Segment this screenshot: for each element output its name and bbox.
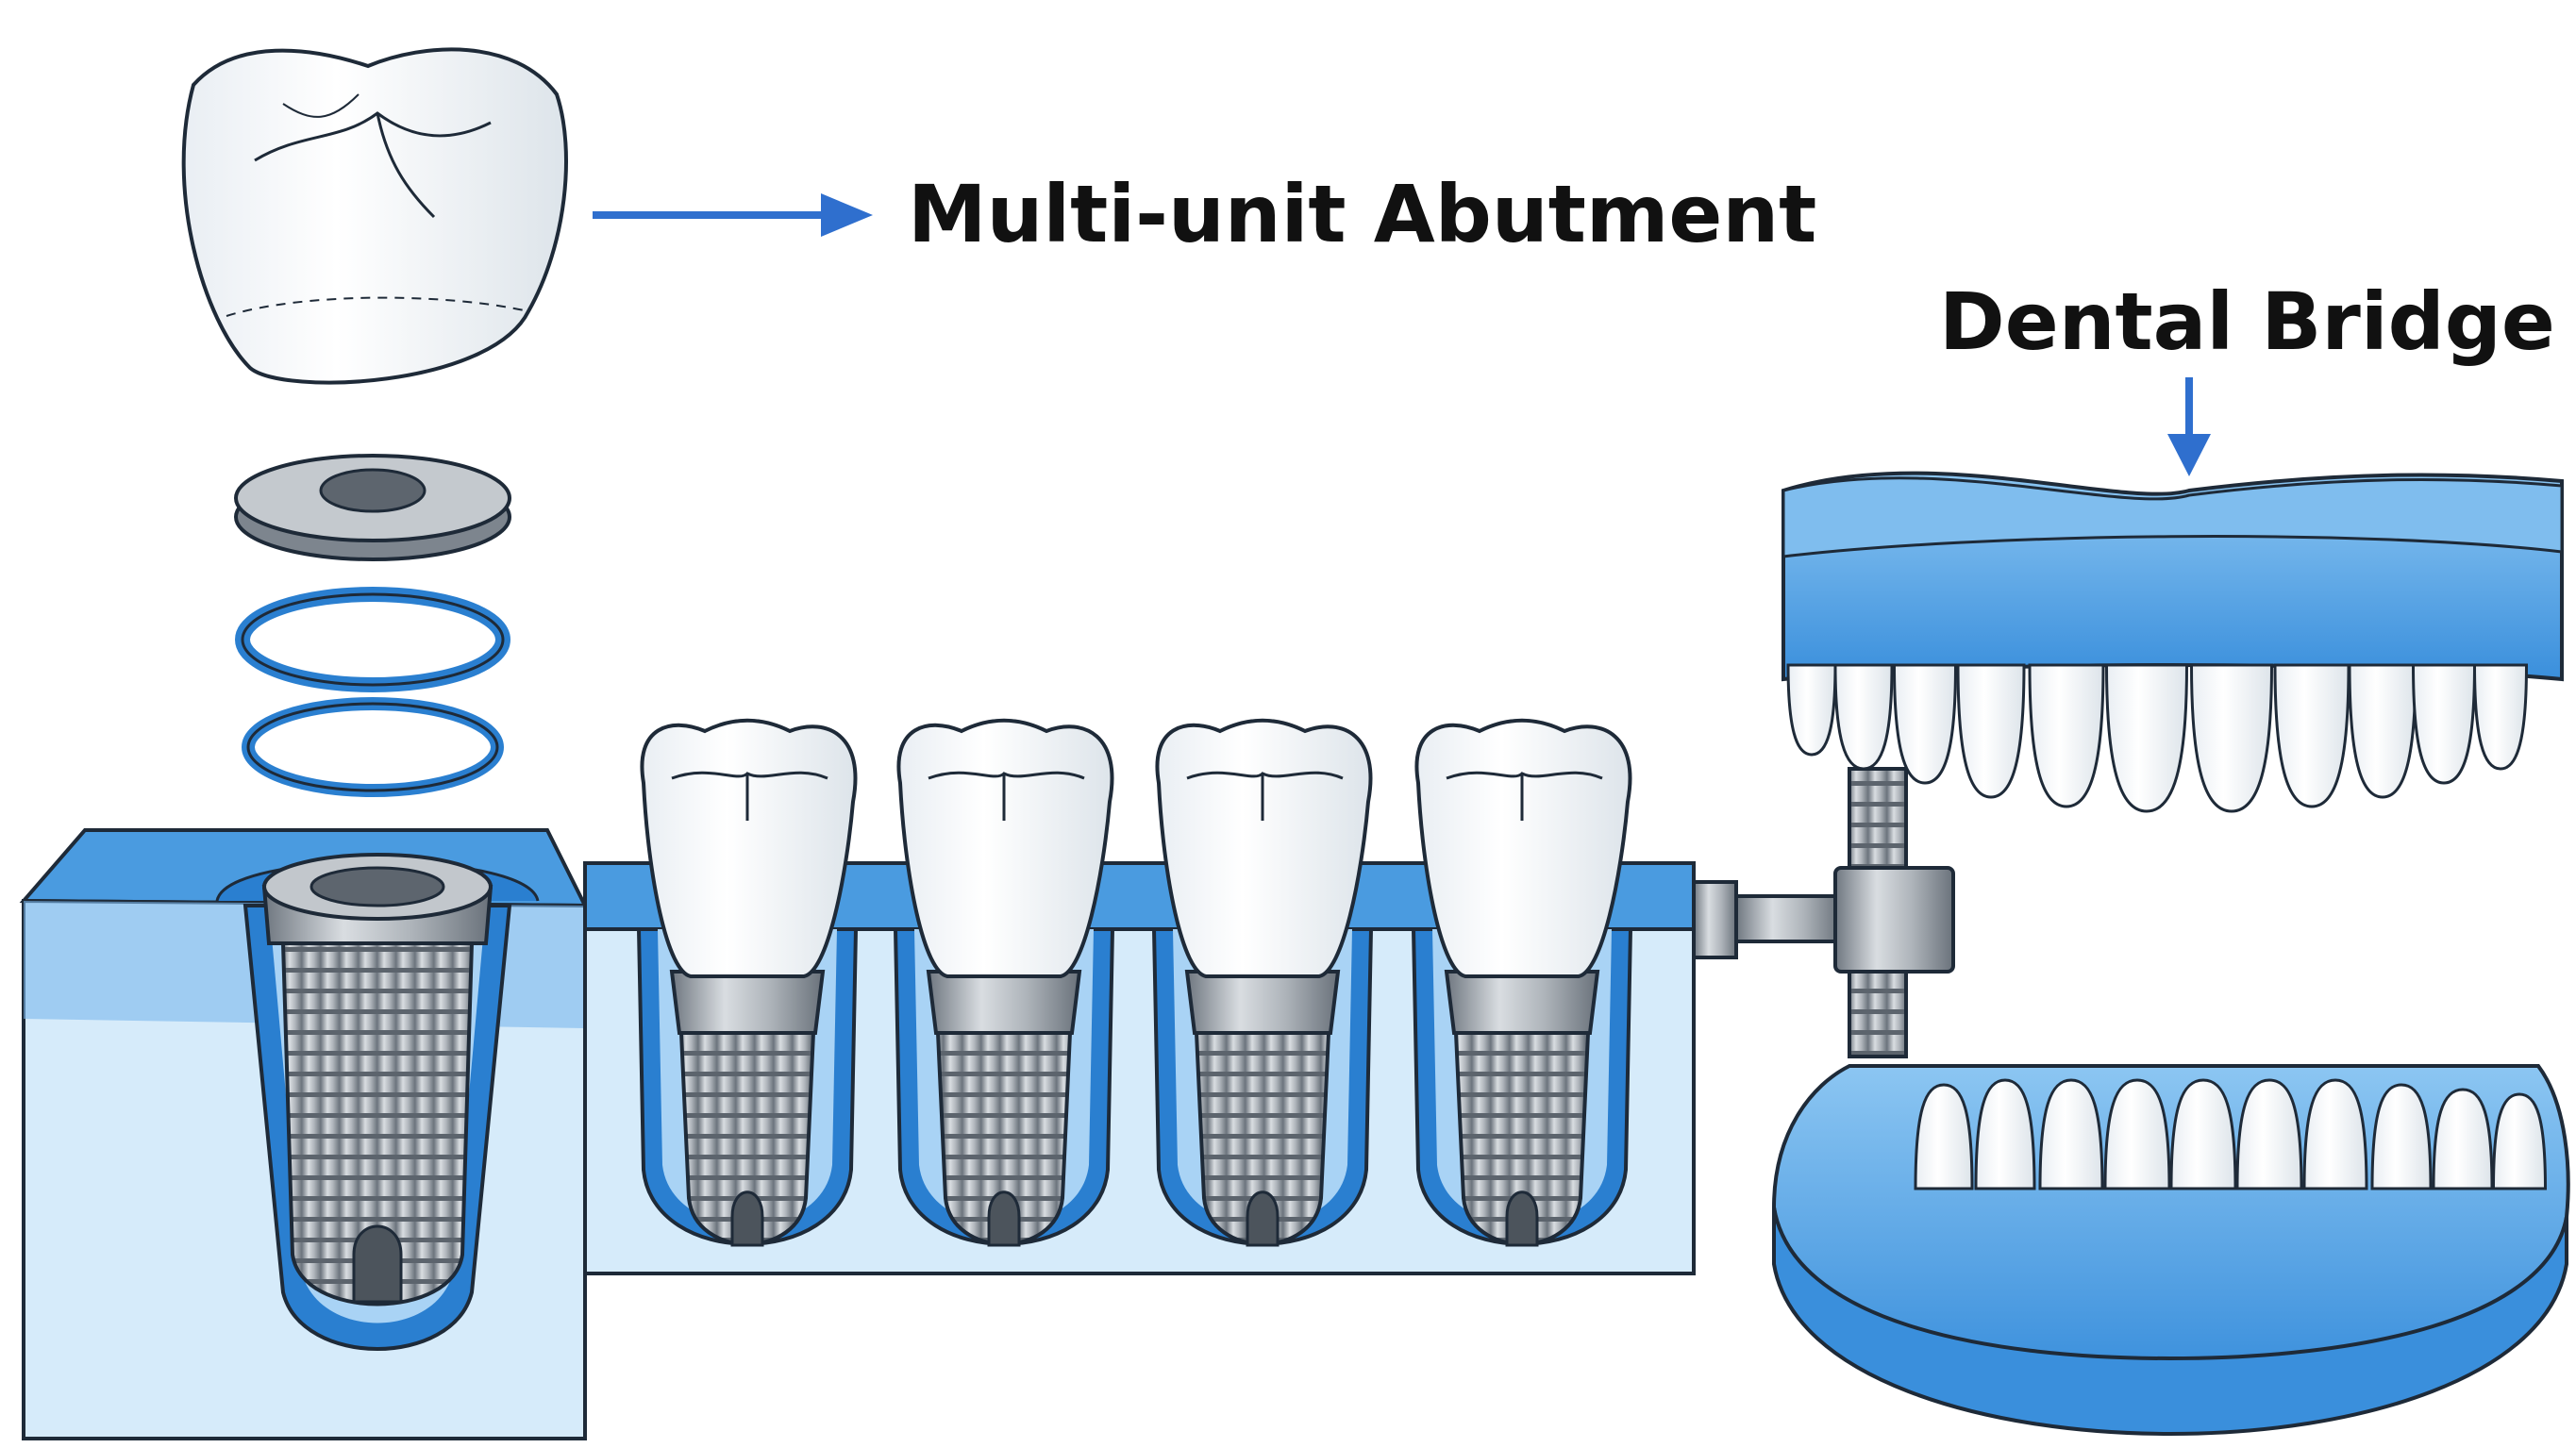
washer-icon (234, 454, 511, 561)
implant-crown-1 (640, 718, 858, 1247)
o-ring-icon (235, 587, 510, 797)
connector-rod (1692, 880, 1842, 959)
implant-crown-4 (1414, 718, 1632, 1247)
dental-bridge-label: Dental Bridge (1939, 275, 2555, 368)
multi-unit-abutment-label: Multi-unit Abutment (908, 168, 1816, 260)
denture-icon (1771, 471, 2570, 1437)
bridge-arrow (2167, 377, 2211, 476)
abutment-arrow (593, 193, 873, 237)
implant-icon (261, 853, 493, 1307)
crown-icon (181, 47, 568, 385)
screw-icon (1833, 767, 1955, 1058)
implant-crown-2 (896, 718, 1114, 1247)
implant-crown-3 (1155, 718, 1373, 1247)
